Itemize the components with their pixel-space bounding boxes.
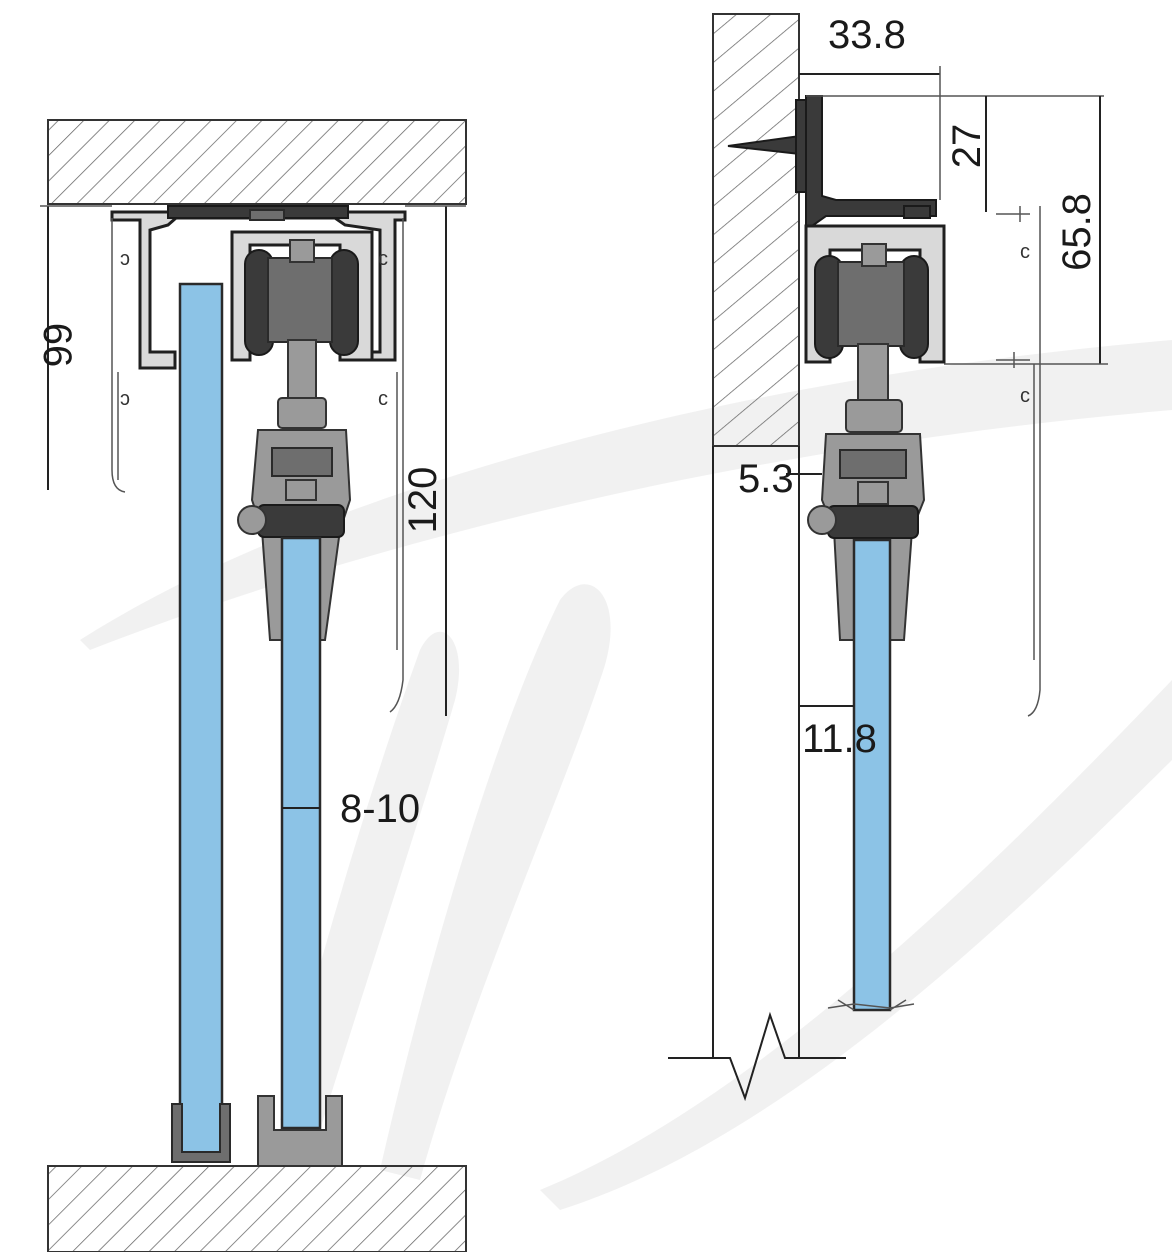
fixed-glass-panel [178, 282, 224, 1160]
sliding-glass-panel-right [852, 538, 892, 1012]
dim-120: 120 [401, 467, 445, 534]
watermark [80, 340, 1172, 1210]
svg-text:c: c [378, 388, 388, 410]
svg-text:ɔ: ɔ [120, 388, 130, 410]
svg-text:c: c [1020, 385, 1030, 407]
sliding-glass-panel [280, 536, 322, 1130]
roller-carriage-right [807, 243, 929, 641]
dim-8-10: 8-10 [340, 787, 420, 831]
dim-11-8: 11.8 [802, 717, 877, 761]
svg-text:ɔ: ɔ [120, 248, 130, 270]
floor-slab [47, 1165, 467, 1252]
break-line [668, 1011, 846, 1102]
roller-carriage [237, 239, 359, 641]
ceiling-slab [47, 119, 467, 205]
dim-33-8: 33.8 [828, 13, 906, 57]
dim-66: 66 [35, 323, 79, 368]
dim-27: 27 [945, 124, 989, 169]
dim-65-8: 65.8 [1055, 193, 1099, 271]
svg-text:c: c [378, 248, 388, 270]
svg-text:c: c [1020, 241, 1030, 263]
left-section: ɔ ɔ c c 6 [35, 119, 467, 1252]
dim-5-3: 5.3 [738, 457, 794, 501]
right-section: c c 33.8 27 65.8 5.3 11.8 [668, 13, 1108, 1102]
floor-guides [171, 1095, 343, 1167]
wall [712, 13, 800, 447]
